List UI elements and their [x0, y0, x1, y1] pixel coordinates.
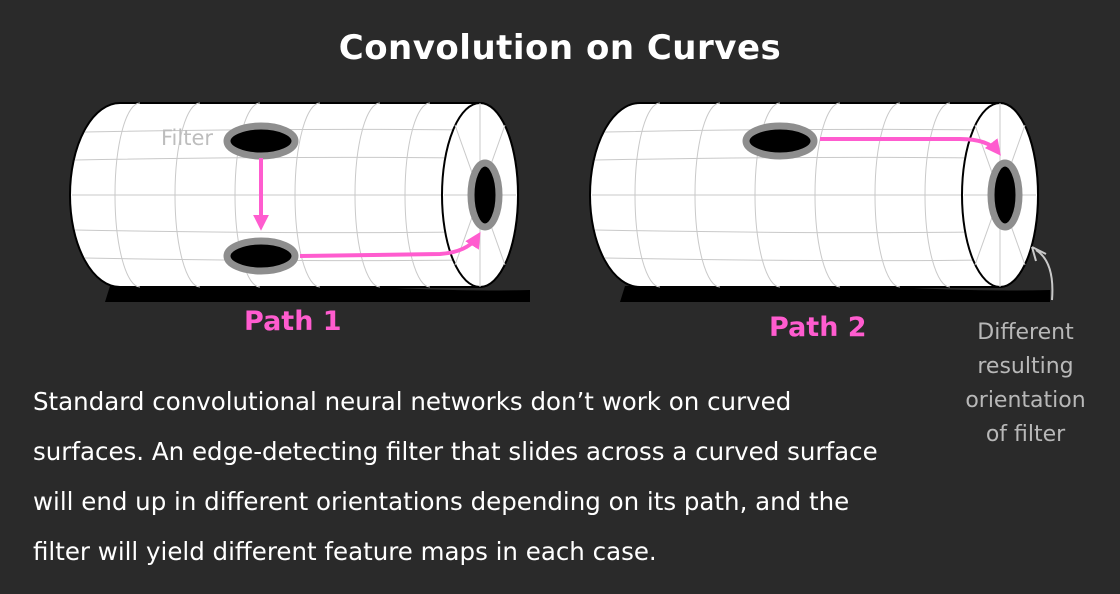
description-line: surfaces. An edge-detecting filter that …: [33, 437, 878, 466]
path-2-label: Path 2: [769, 312, 867, 343]
path1-arrow-across: [299, 231, 481, 258]
orientation-note: Different resulting orientation of filte…: [948, 316, 1103, 452]
description-line: filter will yield different feature maps…: [33, 537, 657, 566]
filter-ring-end: [467, 159, 503, 231]
diagram-title: Convolution on Curves: [338, 28, 782, 68]
note-line: Different: [977, 320, 1074, 345]
note-line: resulting: [977, 354, 1074, 379]
description-paragraph: Standard convolutional neural networks d…: [33, 377, 973, 577]
filter-ring-mid: [223, 237, 299, 275]
filter-label: Filter: [161, 126, 214, 150]
filter-ring-end-2: [987, 159, 1023, 231]
note-pointer-arrow: [1035, 249, 1054, 301]
note-line: orientation: [965, 388, 1086, 413]
cylinder-path-1: [69, 102, 530, 302]
filter-ring-start-2: [742, 122, 818, 160]
description-line: will end up in different orientations de…: [33, 487, 850, 516]
cylinder-path-2: [589, 102, 1054, 302]
path2-arrow-across: [820, 137, 1001, 156]
filter-ring-start: [223, 122, 299, 160]
note-line: of filter: [985, 422, 1066, 447]
description-line: Standard convolutional neural networks d…: [33, 387, 792, 416]
path-1-label: Path 1: [244, 306, 342, 337]
